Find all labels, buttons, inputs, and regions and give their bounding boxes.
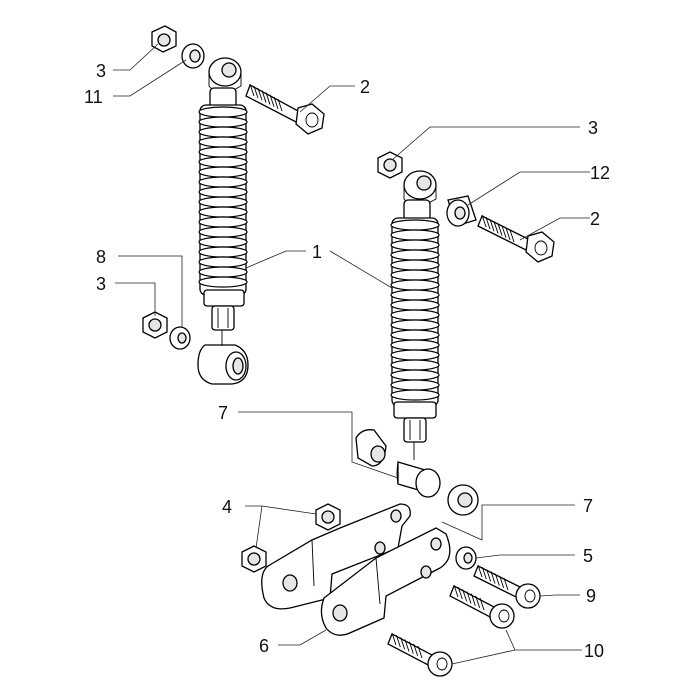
nut-4-lower: [241, 545, 267, 573]
spacer-12: [446, 195, 477, 227]
bolt-2-top-left: [245, 83, 325, 135]
callout-8: 8: [96, 247, 106, 267]
bolt-2-right: [477, 214, 555, 263]
nut-3-top-left: [151, 25, 177, 53]
bracket-right: [320, 527, 451, 636]
callout-3-middle-left: 3: [96, 274, 106, 294]
callout-4: 4: [222, 497, 232, 517]
washer-11: [181, 43, 205, 69]
callout-7-left: 7: [218, 403, 228, 423]
callout-3-top-left: 3: [96, 61, 106, 81]
left-coil-spring: [198, 104, 248, 296]
sleeve: [396, 461, 441, 498]
right-top-eye: [403, 170, 437, 206]
nut-3-right: [377, 151, 403, 179]
left-bottom-eye: [197, 330, 249, 385]
callout-3-right: 3: [588, 118, 598, 138]
bolt-9: [473, 564, 541, 609]
nut-4-upper: [315, 503, 341, 531]
callout-2-right: 2: [590, 209, 600, 229]
washer-5: [455, 546, 477, 570]
bolt-10-lower: [387, 632, 453, 677]
bolt-10-upper: [449, 584, 515, 629]
callout-9: 9: [586, 586, 596, 606]
washer-8: [169, 326, 191, 350]
callout-12: 12: [590, 163, 610, 183]
callout-7-right: 7: [583, 496, 593, 516]
callout-1: 1: [312, 242, 322, 262]
callout-2-top: 2: [360, 77, 370, 97]
bracket-left: [261, 503, 411, 610]
callout-5: 5: [583, 546, 593, 566]
nut-3-middle-left: [142, 311, 168, 339]
callout-6: 6: [259, 636, 269, 656]
bushing-7-left: [355, 429, 387, 467]
callout-11: 11: [84, 87, 103, 107]
bushing-7-right: [447, 484, 479, 516]
callout-labels: 3 11 2 3 12 2 8 1 3 7 7 4 5 9 6 10: [84, 61, 610, 661]
left-shock-absorber: [197, 57, 249, 385]
left-top-eye: [208, 57, 242, 93]
right-shock-absorber: [390, 170, 440, 460]
leader-lines: [113, 43, 590, 665]
callout-10: 10: [584, 641, 604, 661]
right-coil-spring: [390, 217, 440, 407]
